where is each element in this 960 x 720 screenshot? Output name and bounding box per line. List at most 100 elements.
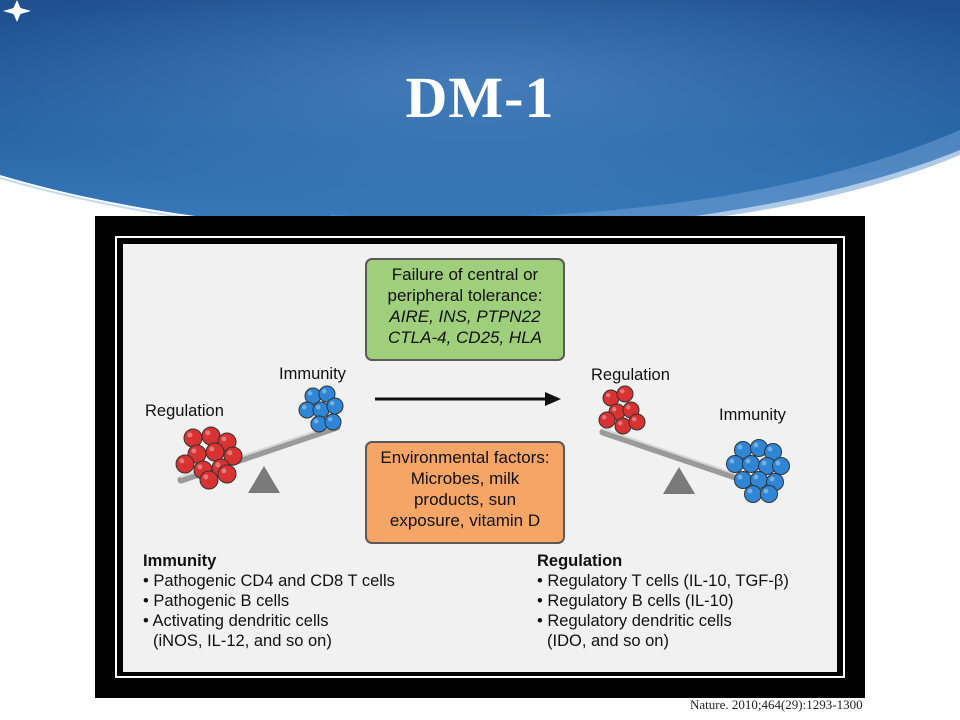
cell-highlight xyxy=(301,404,307,410)
cell-ball xyxy=(201,426,221,446)
cell-highlight xyxy=(321,388,327,394)
regulation-list: Regulation • Regulatory T cells (IL-10, … xyxy=(537,551,789,651)
tolerance-failure-box: Failure of central or peripheral toleran… xyxy=(365,258,565,361)
cell-highlight xyxy=(209,446,215,452)
cell-highlight xyxy=(327,416,333,422)
cell-highlight xyxy=(221,468,227,474)
cell-highlight xyxy=(737,444,743,450)
environment-line: products, sun xyxy=(413,490,517,509)
cell-highlight xyxy=(227,450,233,456)
tolerance-genes-line: CTLA-4, CD25, HLA xyxy=(388,328,542,347)
cell-ball xyxy=(318,385,336,403)
cell-highlight xyxy=(313,418,319,424)
cell-ball xyxy=(614,417,632,435)
star-icon xyxy=(3,0,31,22)
immunity-list: Immunity • Pathogenic CD4 and CD8 T cell… xyxy=(143,551,395,651)
cell-ball xyxy=(616,385,634,403)
cell-highlight xyxy=(221,436,227,442)
citation: Nature. 2010;464(29):1293-1300 xyxy=(690,697,863,712)
cell-highlight xyxy=(611,406,617,412)
cell-highlight xyxy=(631,416,637,422)
cell-ball xyxy=(742,455,760,473)
cell-highlight xyxy=(769,476,775,482)
cell-highlight xyxy=(767,446,773,452)
figure-frame: Failure of central or peripheral toleran… xyxy=(95,216,865,698)
right-regulation-cluster xyxy=(598,385,646,435)
left-immunity-cluster xyxy=(298,385,344,433)
cell-highlight xyxy=(625,404,631,410)
cell-ball xyxy=(772,457,790,475)
cell-ball xyxy=(199,470,219,490)
environment-line: exposure, vitamin D xyxy=(389,511,541,530)
cell-highlight xyxy=(601,414,607,420)
cell-highlight xyxy=(179,458,185,464)
cell-ball xyxy=(183,428,203,448)
regulation-list-item: • Regulatory T cells (IL-10, TGF-β) xyxy=(537,572,789,590)
figure-panel: Failure of central or peripheral toleran… xyxy=(123,244,837,672)
cell-ball xyxy=(726,455,744,473)
environmental-factors-box: Environmental factors: Microbes, milk pr… xyxy=(365,441,565,544)
cell-highlight xyxy=(315,404,321,410)
cell-ball xyxy=(628,413,646,431)
cell-ball xyxy=(217,464,237,484)
right-beam xyxy=(599,428,763,489)
cell-highlight xyxy=(747,488,753,494)
right-immunity-label: Immunity xyxy=(719,406,786,424)
tolerance-genes-line: AIRE, INS, PTPN22 xyxy=(389,307,541,326)
cell-ball xyxy=(734,471,752,489)
cell-ball xyxy=(598,411,616,429)
cell-highlight xyxy=(729,458,735,464)
cell-ball xyxy=(310,415,328,433)
cell-highlight xyxy=(753,474,759,480)
left-fulcrum xyxy=(248,466,280,493)
cell-highlight xyxy=(329,400,335,406)
left-immunity-label: Immunity xyxy=(279,365,346,383)
cell-highlight xyxy=(307,390,313,396)
cell-highlight xyxy=(619,388,625,394)
right-immunity-cluster xyxy=(726,439,790,503)
cell-highlight xyxy=(737,474,743,480)
immunity-list-heading: Immunity xyxy=(143,552,217,570)
cell-highlight xyxy=(215,462,221,468)
regulation-list-continuation: (IDO, and so on) xyxy=(547,632,669,650)
cell-ball xyxy=(760,485,778,503)
cell-ball xyxy=(324,413,342,431)
right-regulation-label: Regulation xyxy=(591,366,670,384)
cell-ball xyxy=(223,446,243,466)
cell-highlight xyxy=(763,488,769,494)
tolerance-line: Failure of central or xyxy=(391,265,539,284)
left-regulation-label: Regulation xyxy=(145,402,224,420)
cell-highlight xyxy=(761,460,767,466)
immunity-list-continuation: (iNOS, IL-12, and so on) xyxy=(153,632,332,650)
immunity-list-item: • Activating dendritic cells xyxy=(143,612,329,630)
figure-graphics xyxy=(175,385,790,503)
immunity-list-item: • Pathogenic CD4 and CD8 T cells xyxy=(143,572,395,590)
slide-title: DM-1 xyxy=(405,65,555,130)
cell-highlight xyxy=(745,458,751,464)
cell-ball xyxy=(744,485,762,503)
cell-highlight xyxy=(203,474,209,480)
environment-line: Environmental factors: xyxy=(380,448,550,467)
cell-ball xyxy=(205,442,225,462)
shift-arrow-head xyxy=(545,392,561,406)
tolerance-line: peripheral tolerance: xyxy=(387,286,543,305)
regulation-list-heading: Regulation xyxy=(537,552,623,570)
cell-highlight xyxy=(205,430,211,436)
cell-highlight xyxy=(775,460,781,466)
cell-highlight xyxy=(191,448,197,454)
immunity-list-item: • Pathogenic B cells xyxy=(143,592,290,610)
cell-highlight xyxy=(605,392,611,398)
cell-highlight xyxy=(617,420,623,426)
cell-highlight xyxy=(187,432,193,438)
cell-ball xyxy=(312,401,330,419)
right-fulcrum xyxy=(663,467,695,494)
left-regulation-cluster xyxy=(175,426,243,490)
cell-highlight xyxy=(197,464,203,470)
cell-highlight xyxy=(753,442,759,448)
regulation-list-item: • Regulatory B cells (IL-10) xyxy=(537,592,734,610)
cell-ball xyxy=(326,397,344,415)
environment-line: Microbes, milk xyxy=(410,469,520,488)
cell-ball xyxy=(175,454,195,474)
regulation-list-item: • Regulatory dendritic cells xyxy=(537,612,732,630)
figure-frame-border xyxy=(115,236,845,678)
